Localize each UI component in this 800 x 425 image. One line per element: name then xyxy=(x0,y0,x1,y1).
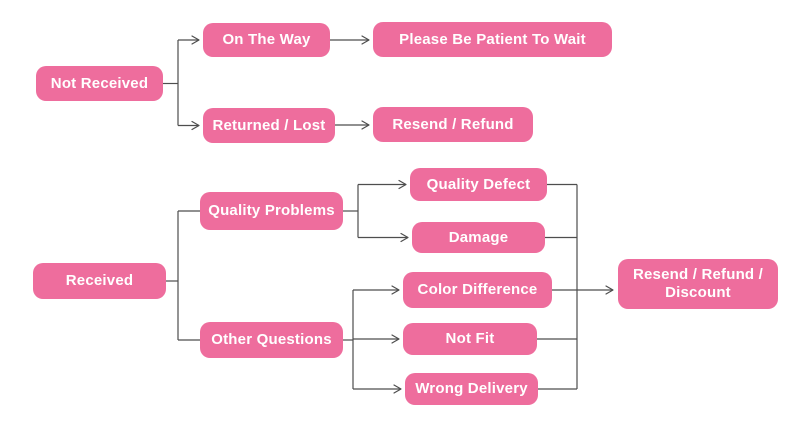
node-label-two-line: Resend / Refund / Discount xyxy=(633,266,763,301)
node-label-line2: Discount xyxy=(665,284,731,301)
node-returned-lost: Returned / Lost xyxy=(203,108,335,143)
node-quality-problems: Quality Problems xyxy=(200,192,343,230)
node-resend-refund: Resend / Refund xyxy=(373,107,533,142)
node-other-questions: Other Questions xyxy=(200,322,343,358)
node-received: Received xyxy=(33,263,166,299)
node-on-the-way: On The Way xyxy=(203,23,330,57)
node-color-difference: Color Difference xyxy=(403,272,552,308)
node-wrong-delivery: Wrong Delivery xyxy=(405,373,538,405)
node-damage: Damage xyxy=(412,222,545,253)
node-please-be-patient: Please Be Patient To Wait xyxy=(373,22,612,57)
node-resend-refund-discount: Resend / Refund / Discount xyxy=(618,259,778,309)
node-label-line1: Resend / Refund / xyxy=(632,266,764,284)
node-quality-defect: Quality Defect xyxy=(410,168,547,201)
node-not-fit: Not Fit xyxy=(403,323,537,355)
node-not-received: Not Received xyxy=(36,66,163,101)
